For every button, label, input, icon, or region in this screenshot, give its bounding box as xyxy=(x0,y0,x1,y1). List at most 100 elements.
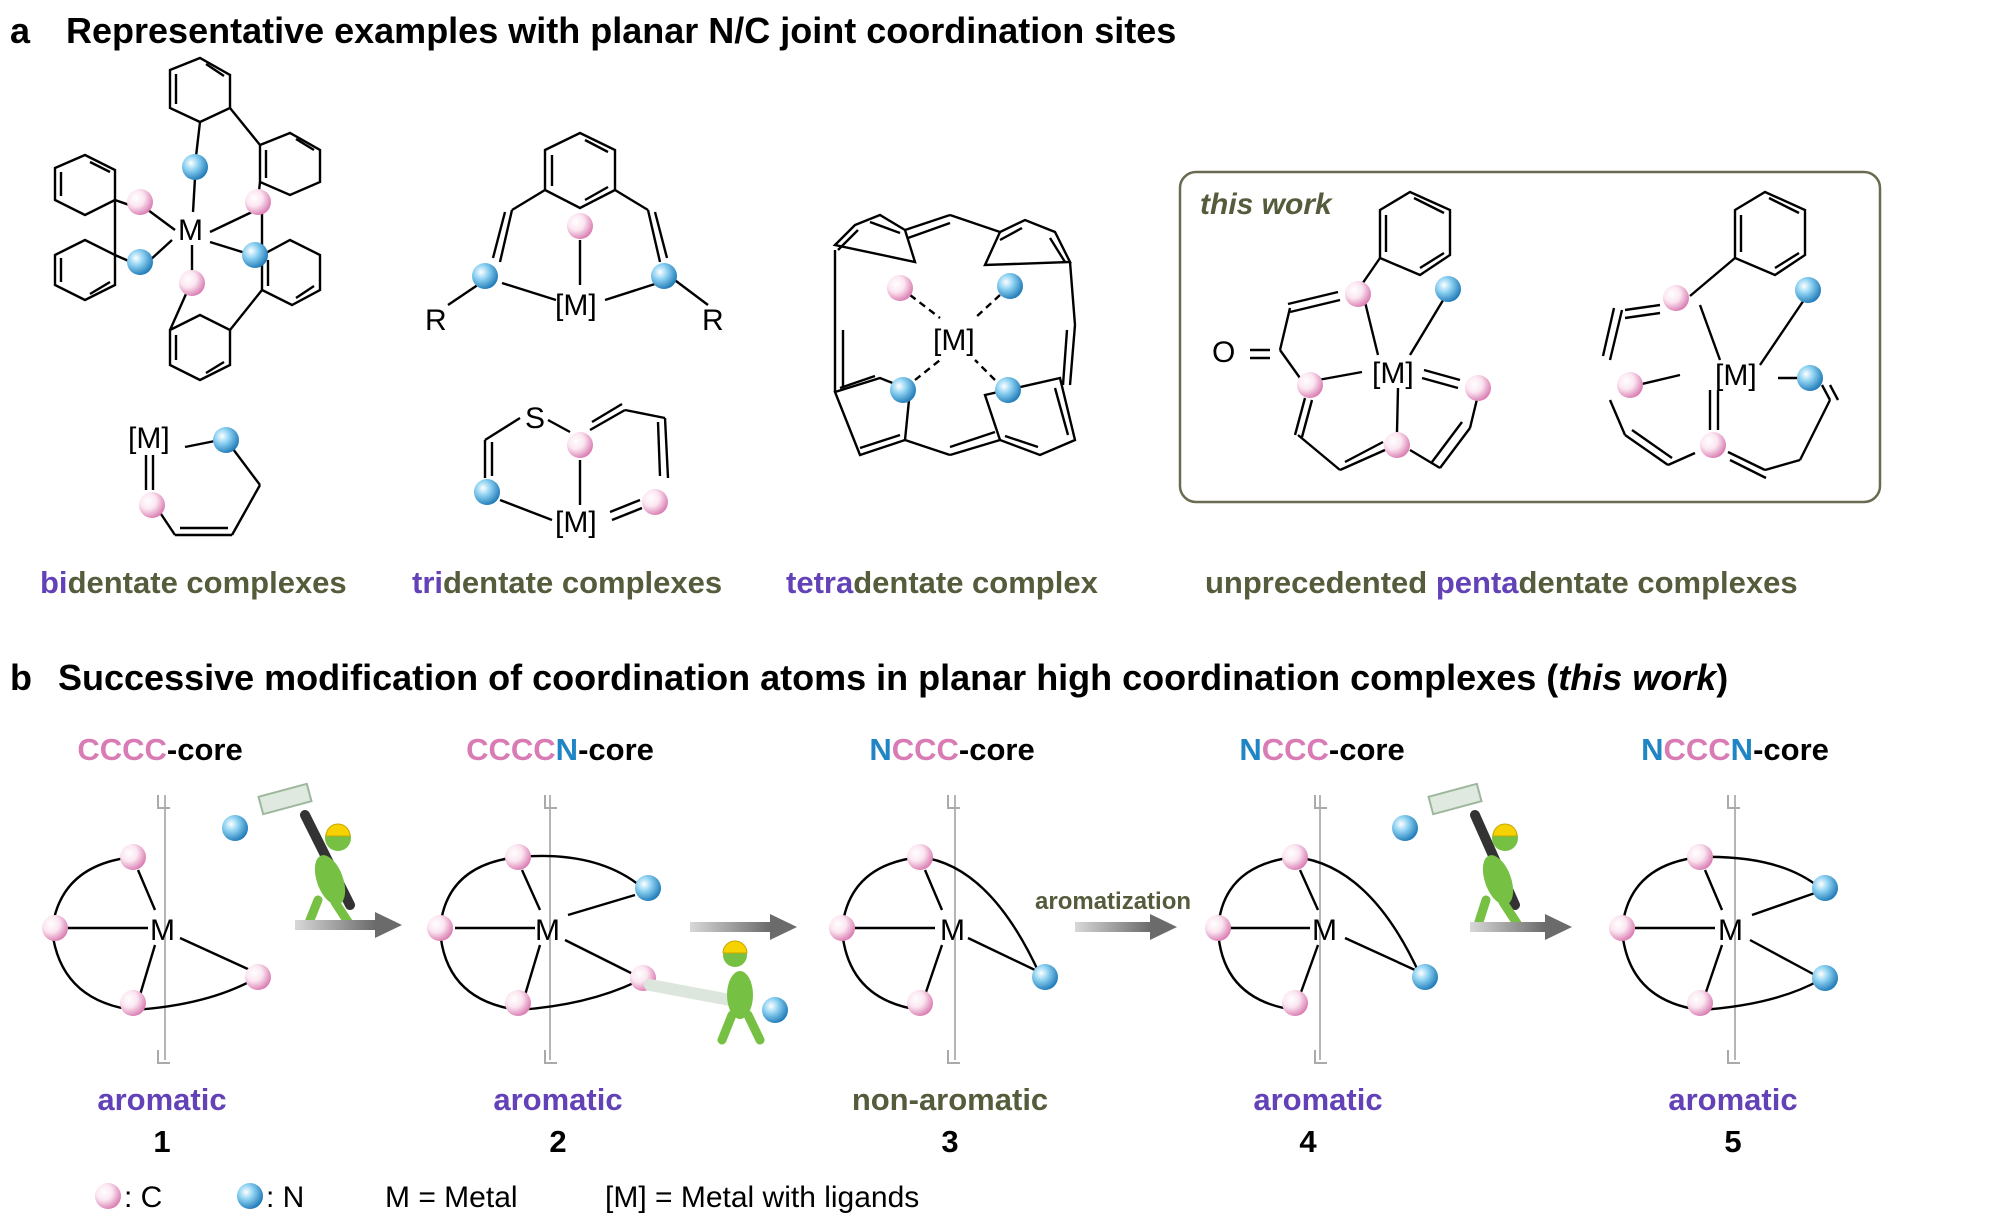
carbon-atom xyxy=(139,492,165,518)
panel-b-title: Successive modification of coordination … xyxy=(58,657,1728,698)
legend-carbon-atom xyxy=(95,1183,121,1209)
core-suffix: -core xyxy=(959,732,1035,767)
core-atom-c: C xyxy=(936,732,958,767)
core-label-3: NCCC-core xyxy=(869,732,1034,767)
legend-nitrogen-atom xyxy=(237,1183,263,1209)
reaction-arrow-2-icon xyxy=(690,914,797,940)
state-label-2: aromatic xyxy=(493,1082,622,1117)
nitrogen-atom xyxy=(1435,276,1461,302)
legend-lm-definition: [M] = Metal with ligands xyxy=(605,1181,919,1214)
metal-center: M xyxy=(1718,914,1743,947)
nitrogen-atom xyxy=(1812,965,1838,991)
state-label-5: aromatic xyxy=(1668,1082,1797,1117)
carbon-atom xyxy=(567,213,593,239)
core-atom-n: N xyxy=(1239,732,1261,767)
carbon-atom xyxy=(245,189,271,215)
caption-tetradentate: tetradentate complex xyxy=(786,565,1099,600)
carbon-atom xyxy=(42,915,68,941)
nitrogen-atom xyxy=(242,242,268,268)
core-suffix: -core xyxy=(578,732,654,767)
reaction-arrow-1-icon xyxy=(295,912,402,938)
carbon-atom xyxy=(829,915,855,941)
core-atom-c: C xyxy=(100,732,122,767)
carbon-atom xyxy=(505,990,531,1016)
caption-bidentate: bidentate complexes xyxy=(40,565,347,600)
metal-center: M xyxy=(150,914,175,947)
core-atom-c: C xyxy=(511,732,533,767)
state-label-3: non-aromatic xyxy=(852,1082,1048,1117)
ligated-metal: [M] xyxy=(555,289,597,322)
tridentate-example-thio xyxy=(483,402,670,522)
carbon-atom xyxy=(127,189,153,215)
core-atom-c: C xyxy=(489,732,511,767)
core-atom-c: C xyxy=(1284,732,1306,767)
r-substituent: R xyxy=(702,304,724,337)
carbon-atom xyxy=(907,990,933,1016)
caption-pentadentate: unprecedented pentadentate complexes xyxy=(1205,565,1798,600)
carbon-atom xyxy=(427,915,453,941)
core-suffix: -core xyxy=(167,732,243,767)
ligated-metal: [M] xyxy=(128,422,170,455)
core-atom-n: N xyxy=(1731,732,1753,767)
nitrogen-atom xyxy=(182,154,208,180)
nitrogen-atom xyxy=(651,263,677,289)
nitrogen-atom xyxy=(997,273,1023,299)
nitrogen-atom xyxy=(995,377,1021,403)
panel-a-title: Representative examples with planar N/C … xyxy=(66,10,1176,51)
carbon-atom xyxy=(1609,915,1635,941)
ligated-metal: [M] xyxy=(555,506,597,539)
core-atom-c: C xyxy=(533,732,555,767)
ligated-metal: [M] xyxy=(933,324,975,357)
pentadentate-example-nitrogen xyxy=(1601,190,1840,480)
nitrogen-atom xyxy=(1795,277,1821,303)
carbon-atom xyxy=(907,844,933,870)
bidentate-example-homoleptic xyxy=(53,56,322,382)
carbon-atom xyxy=(120,990,146,1016)
metal-center: M xyxy=(940,914,965,947)
ligated-metal: [M] xyxy=(1715,359,1757,392)
core-label-5: NCCCN-core xyxy=(1641,732,1829,767)
core-atom-c: C xyxy=(1262,732,1284,767)
panel-b-letter: b xyxy=(10,657,32,698)
state-label-4: aromatic xyxy=(1253,1082,1382,1117)
carbon-atom xyxy=(1617,372,1643,398)
core-atom-c: C xyxy=(1686,732,1708,767)
core-suffix: -core xyxy=(1753,732,1829,767)
nitrogen-atom xyxy=(213,427,239,453)
carbon-atom xyxy=(245,964,271,990)
legend-m-definition: M = Metal xyxy=(385,1181,518,1214)
carbon-atom xyxy=(567,432,593,458)
carbon-atom xyxy=(887,275,913,301)
carbon-atom xyxy=(120,844,146,870)
nitrogen-atom xyxy=(1812,875,1838,901)
metal-center: M xyxy=(535,914,560,947)
core-atom-c: C xyxy=(77,732,99,767)
metal-symbol: M xyxy=(178,214,203,247)
carbon-atom xyxy=(1700,432,1726,458)
oxygen-atom: O xyxy=(1212,336,1235,369)
compound-number-5: 5 xyxy=(1724,1124,1741,1159)
aromatization-arrow-icon xyxy=(1075,914,1177,940)
core-suffix: -core xyxy=(1329,732,1405,767)
carbon-atom xyxy=(1687,844,1713,870)
core-atom-c: C xyxy=(914,732,936,767)
carbon-atom xyxy=(1282,844,1308,870)
core-label-1: CCCC-core xyxy=(77,732,242,767)
carbon-atom xyxy=(1345,281,1371,307)
tetradentate-example-macrocycle xyxy=(832,213,1077,457)
worker-wrench-icon xyxy=(644,940,788,1045)
carbon-atom xyxy=(1297,372,1323,398)
complex-3-schematic xyxy=(840,795,1042,1064)
nitrogen-atom xyxy=(1412,964,1438,990)
worker-hammer-icon xyxy=(1392,782,1523,930)
nitrogen-atom xyxy=(127,249,153,275)
metal-center: M xyxy=(1312,914,1337,947)
core-atom-c: C xyxy=(466,732,488,767)
nitrogen-atom xyxy=(474,479,500,505)
reaction-arrow-4-icon xyxy=(1470,914,1572,940)
nitrogen-atom xyxy=(1032,964,1058,990)
core-atom-c: C xyxy=(892,732,914,767)
ligated-metal: [M] xyxy=(1372,357,1414,390)
core-atom-n: N xyxy=(1641,732,1663,767)
sulfur-atom: S xyxy=(525,402,545,435)
